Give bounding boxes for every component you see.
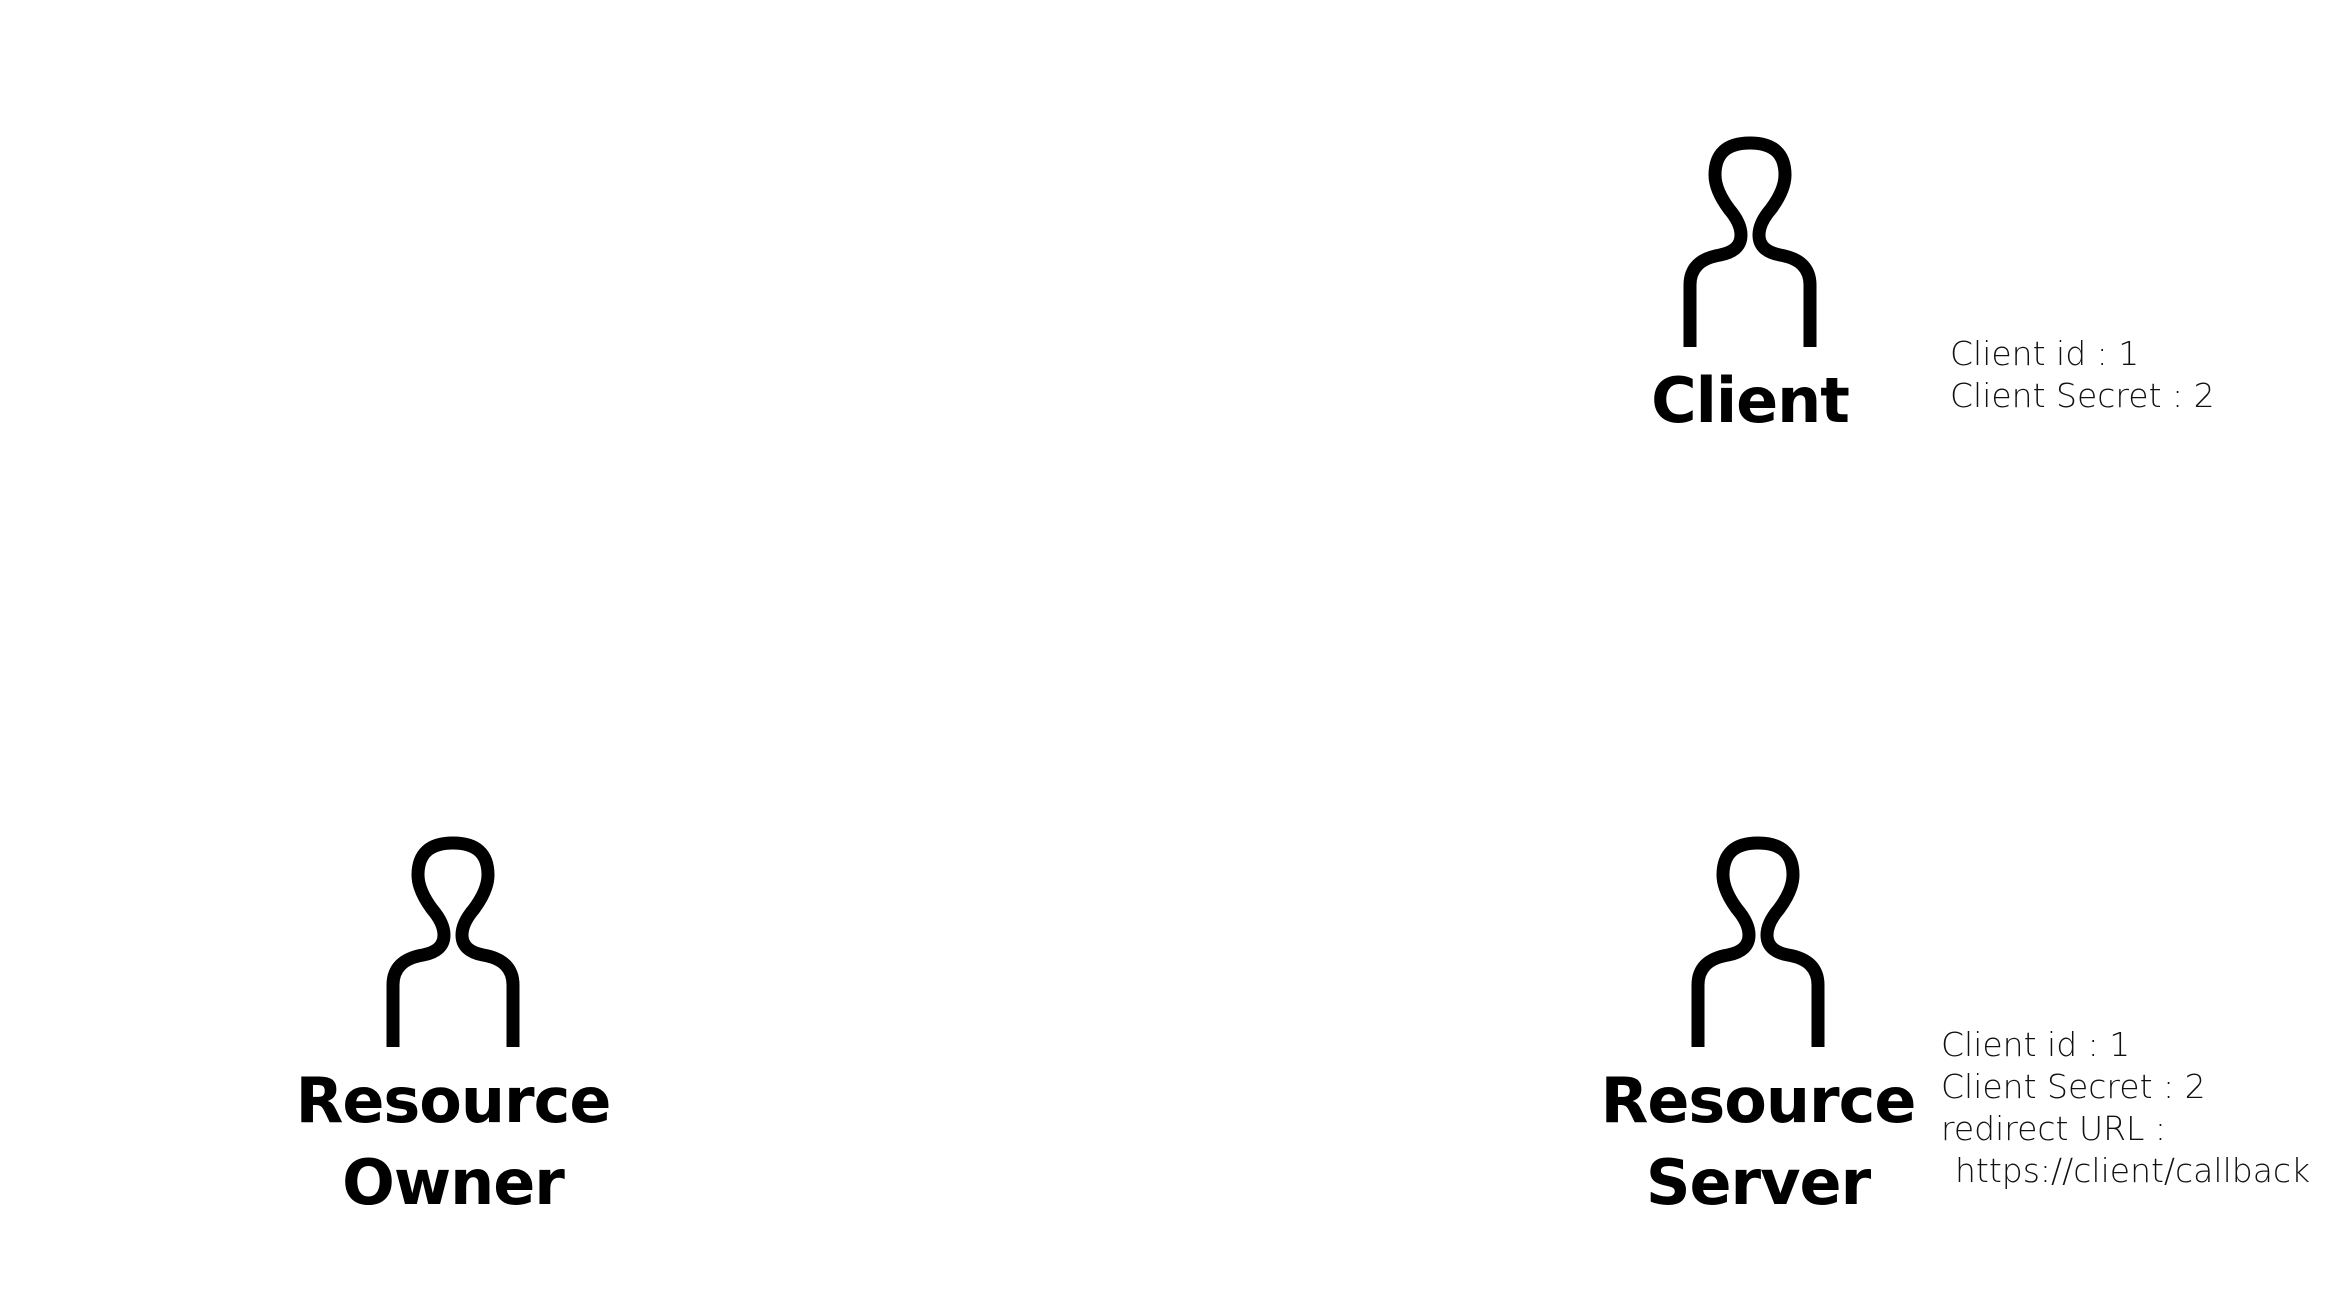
actor-client: Client: [1600, 135, 1900, 442]
actor-label: Resource Server: [1600, 1060, 1917, 1224]
person-outline-icon: [1683, 136, 1817, 347]
redirect-url-label: redirect URL :: [1941, 1109, 2167, 1148]
actor-label-line: Resource: [1600, 1064, 1917, 1137]
actor-resource-owner: Resource Owner: [296, 835, 611, 1224]
client-id-text: Client id : 1: [1941, 1025, 2131, 1064]
actor-label-line: Resource: [295, 1064, 612, 1137]
server-credentials-note: Client id : 1 Client Secret : 2 redirect…: [1941, 1024, 2310, 1192]
actor-label-line: Owner: [342, 1146, 565, 1219]
client-credentials-note: Client id : 1 Client Secret : 2: [1950, 333, 2215, 417]
person-outline-icon: [1691, 836, 1825, 1047]
redirect-url-value: https://client/callback: [1955, 1151, 2311, 1190]
actor-label: Resource Owner: [295, 1060, 612, 1224]
client-id-text: Client id : 1: [1950, 334, 2140, 373]
actor-label: Client: [1651, 364, 1850, 437]
person-outline-icon: [386, 836, 520, 1047]
actor-label-line: Server: [1645, 1146, 1871, 1219]
actor-resource-server: Resource Server: [1601, 835, 1916, 1224]
client-secret-text: Client Secret : 2: [1950, 376, 2215, 415]
client-secret-text: Client Secret : 2: [1941, 1067, 2206, 1106]
